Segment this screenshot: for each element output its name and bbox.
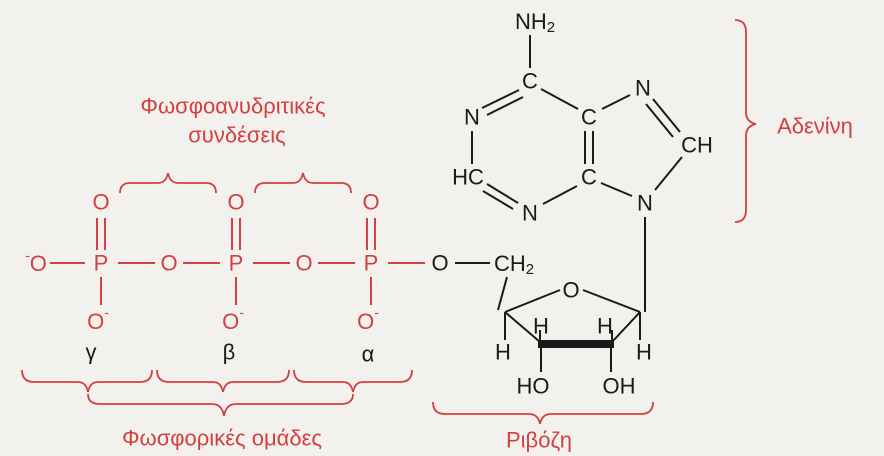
brace-anhydride-1 bbox=[119, 172, 217, 194]
bond-C6-N1-b bbox=[486, 96, 524, 116]
brace-gamma bbox=[21, 369, 153, 393]
atom-O-alpha-top: O bbox=[362, 190, 379, 215]
bond-CH2-C4 bbox=[497, 276, 508, 311]
ribose-ring: O H H H H HO OH bbox=[495, 276, 652, 399]
atom-O-terminal: -O bbox=[25, 247, 47, 276]
atom-HC-C2: HC bbox=[452, 165, 484, 190]
bond-C8-N9 bbox=[654, 156, 683, 191]
bond-C4-C3 bbox=[504, 311, 541, 343]
atom-O-bridge-1: O bbox=[160, 251, 177, 276]
atom-O-ester: O bbox=[431, 251, 448, 276]
brace-beta bbox=[156, 369, 290, 393]
atom-OH-C2: OH bbox=[603, 374, 636, 399]
label-phosphoanhydride-line2: συνδέσεις bbox=[188, 123, 286, 148]
atom-O-bridge-2: O bbox=[295, 251, 312, 276]
atom-O-ring: O bbox=[562, 278, 579, 303]
braces bbox=[21, 19, 757, 425]
bond-C3-C2-bold bbox=[538, 340, 614, 348]
label-gamma: γ bbox=[86, 340, 97, 365]
bond-N7-C8-b bbox=[645, 103, 674, 138]
atom-O-beta-top: O bbox=[227, 190, 244, 215]
atom-H-C1: H bbox=[636, 340, 652, 365]
atom-CH2: CH2 bbox=[494, 251, 534, 278]
atom-P-beta: P bbox=[229, 251, 244, 276]
bond-C6-N1-a bbox=[481, 89, 520, 109]
atom-HO-C3: HO bbox=[517, 374, 550, 399]
atom-O-alpha-bottom: O- bbox=[357, 304, 379, 334]
bond-N3-C4 bbox=[542, 185, 578, 205]
bond-N9-C4 bbox=[600, 182, 633, 197]
label-phosphoanhydride-line1: Φωσφοανυδριτικές bbox=[140, 94, 325, 119]
adenine-ring: NH2 C N HC N C C N CH N bbox=[452, 9, 713, 312]
bond-C2-N3-b bbox=[482, 190, 514, 210]
atom-P-gamma: P bbox=[94, 251, 109, 276]
atom-P-alpha: P bbox=[364, 251, 379, 276]
atom-H-C3: H bbox=[533, 314, 549, 339]
atom-N1: N bbox=[464, 105, 480, 130]
atom-C5: C bbox=[581, 105, 597, 130]
label-adenine: Αδενίνη bbox=[777, 114, 853, 139]
atom-C4: C bbox=[581, 165, 597, 190]
atom-N7: N bbox=[635, 76, 651, 101]
bond-N7-C8-a bbox=[652, 98, 681, 133]
atom-N9: N bbox=[637, 191, 653, 216]
label-beta: β bbox=[223, 340, 236, 365]
bond-C4-O bbox=[504, 289, 561, 313]
atom-C6: C bbox=[522, 69, 538, 94]
atom-H-C2: H bbox=[597, 314, 613, 339]
label-alpha: α bbox=[362, 342, 375, 367]
bond-C5-N7 bbox=[601, 94, 631, 110]
label-ribose: Ριβόζη bbox=[506, 428, 572, 453]
bond-C1-C2 bbox=[611, 311, 641, 343]
atom-O-gamma-bottom: O- bbox=[87, 304, 109, 334]
phosphate-chain bbox=[50, 218, 425, 305]
phosphate-atoms: -O P O O- O P O O- O P O O- bbox=[25, 190, 379, 334]
atom-O-gamma-top: O bbox=[92, 190, 109, 215]
brace-ribose bbox=[432, 401, 654, 425]
brace-alpha bbox=[293, 369, 413, 393]
label-phosphate-groups: Φωσφορικές ομάδες bbox=[122, 426, 322, 451]
bond-O-C1 bbox=[582, 289, 641, 313]
brace-adenine bbox=[734, 19, 757, 223]
brace-anhydride-2 bbox=[254, 172, 352, 194]
atom-NH2: NH2 bbox=[515, 9, 555, 36]
bond-C5-C6 bbox=[540, 88, 579, 110]
brace-phosphate-groups bbox=[87, 393, 354, 417]
atom-N3: N bbox=[522, 201, 538, 226]
bond-C2-N3-a bbox=[486, 183, 519, 204]
atom-H-C4: H bbox=[495, 340, 511, 365]
atom-CH-C8: CH bbox=[681, 133, 713, 158]
atom-O-beta-bottom: O- bbox=[222, 304, 244, 334]
